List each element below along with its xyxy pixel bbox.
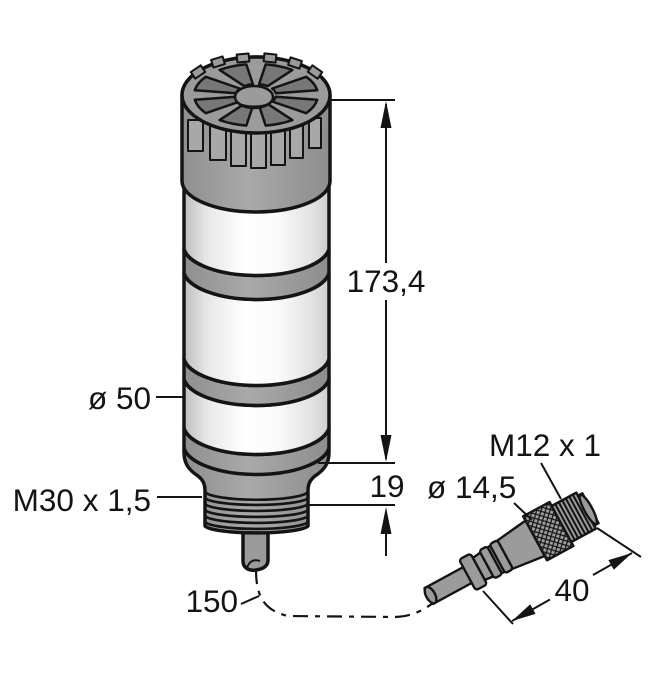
leader-connector-diameter <box>513 502 533 521</box>
dim-total-height <box>331 99 395 462</box>
m12-connector <box>423 491 600 606</box>
cable-route <box>254 568 444 619</box>
label-connector-length: 40 <box>554 572 589 608</box>
tower-base <box>182 426 331 535</box>
label-thread-length: 19 <box>369 468 404 504</box>
connector-ridge-1 <box>478 546 503 579</box>
dim-connector-length <box>482 527 642 625</box>
connector-end-face <box>578 493 599 526</box>
label-mounting-thread: M30 x 1,5 <box>13 482 151 518</box>
cap-rim-tabs <box>189 52 324 80</box>
connector-ridge-2 <box>489 539 514 574</box>
cap-hub-lip <box>236 101 272 108</box>
label-connector-thread: M12 x 1 <box>489 427 601 463</box>
tower-light <box>180 52 332 572</box>
dimension-labels: 173,4 19 ø 50 M30 x 1,5 150 M12 x 1 ø 14… <box>13 263 601 619</box>
m30-thread-lines <box>203 491 310 531</box>
dimension-lines <box>156 99 642 625</box>
tower-cap <box>180 52 332 214</box>
leader-connector-thread <box>540 462 562 500</box>
tower-segments <box>182 179 331 457</box>
label-body-diameter: ø 50 <box>88 380 151 416</box>
label-total-height: 173,4 <box>347 263 426 299</box>
dim-thread-length <box>309 462 395 556</box>
label-cable-length: 150 <box>185 583 238 619</box>
cap-skirt-slots <box>187 117 322 169</box>
leader-cable-length <box>240 595 260 605</box>
label-connector-diameter: ø 14,5 <box>427 469 516 505</box>
cap-hub <box>233 84 275 110</box>
